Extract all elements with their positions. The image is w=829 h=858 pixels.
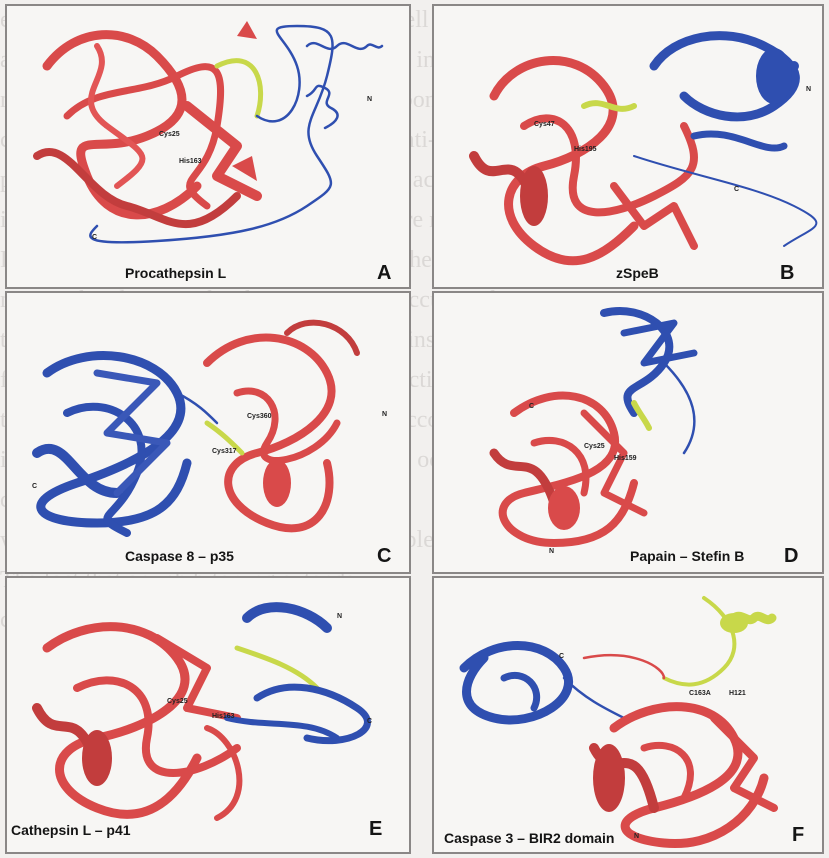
structure-caspase8-p35 <box>7 293 409 572</box>
n-terminus-label: N <box>634 833 639 840</box>
panel-b: Cys47 His195 N C zSpeB B <box>432 4 824 289</box>
panel-d: Cys25 His159 N C Papain – Stefin B D <box>432 291 824 574</box>
panel-f: C163A H121 N C Caspase 3 – BIR2 domain F <box>432 576 824 854</box>
structure-caspase3-bir2 <box>434 578 822 852</box>
n-terminus-label: N <box>337 613 342 620</box>
panel-letter: A <box>377 262 391 285</box>
panel-c: Cys360 Cys317 N C Caspase 8 – p35 C <box>5 291 411 574</box>
panel-caption: Papain – Stefin B <box>630 548 744 564</box>
n-terminus-label: N <box>382 411 387 418</box>
residue-label: Cys25 <box>584 443 605 450</box>
residue-label: C163A <box>689 690 711 697</box>
panel-e: Cys25 His163 N C Cathepsin L – p41 E <box>5 576 411 854</box>
residue-label: His163 <box>212 713 235 720</box>
c-terminus-label: C <box>529 403 534 410</box>
residue-label: His195 <box>574 146 597 153</box>
residue-label: His159 <box>614 455 637 462</box>
residue-label: His163 <box>179 158 202 165</box>
residue-label: Cys317 <box>212 448 237 455</box>
c-terminus-label: C <box>367 718 372 725</box>
c-terminus-label: C <box>734 186 739 193</box>
panel-letter: F <box>792 824 804 847</box>
panel-a: Cys25 His163 N C Procathepsin L A <box>5 4 411 289</box>
panel-letter: C <box>377 545 391 568</box>
panel-caption: Caspase 3 – BIR2 domain <box>444 830 614 846</box>
panel-caption: Cathepsin L – p41 <box>11 822 131 838</box>
panel-caption: Caspase 8 – p35 <box>125 548 234 564</box>
residue-label: Cys25 <box>159 131 180 138</box>
panel-caption: Procathepsin L <box>125 265 226 281</box>
c-terminus-label: C <box>32 483 37 490</box>
n-terminus-label: N <box>549 548 554 555</box>
structure-procathepsin-l <box>7 6 409 287</box>
c-terminus-label: C <box>559 653 564 660</box>
residue-label: Cys25 <box>167 698 188 705</box>
panel-letter: B <box>780 262 794 285</box>
structure-papain-stefin-b <box>434 293 822 572</box>
panel-letter: D <box>784 545 798 568</box>
residue-label: Cys360 <box>247 413 272 420</box>
residue-label: Cys47 <box>534 121 555 128</box>
structure-zspeb <box>434 6 822 287</box>
residue-label: H121 <box>729 690 746 697</box>
c-terminus-label: C <box>92 234 97 241</box>
n-terminus-label: N <box>367 96 372 103</box>
structure-cathepsin-l-p41 <box>7 578 409 852</box>
panel-letter: E <box>369 818 382 841</box>
n-terminus-label: N <box>806 86 811 93</box>
panel-caption: zSpeB <box>616 265 659 281</box>
